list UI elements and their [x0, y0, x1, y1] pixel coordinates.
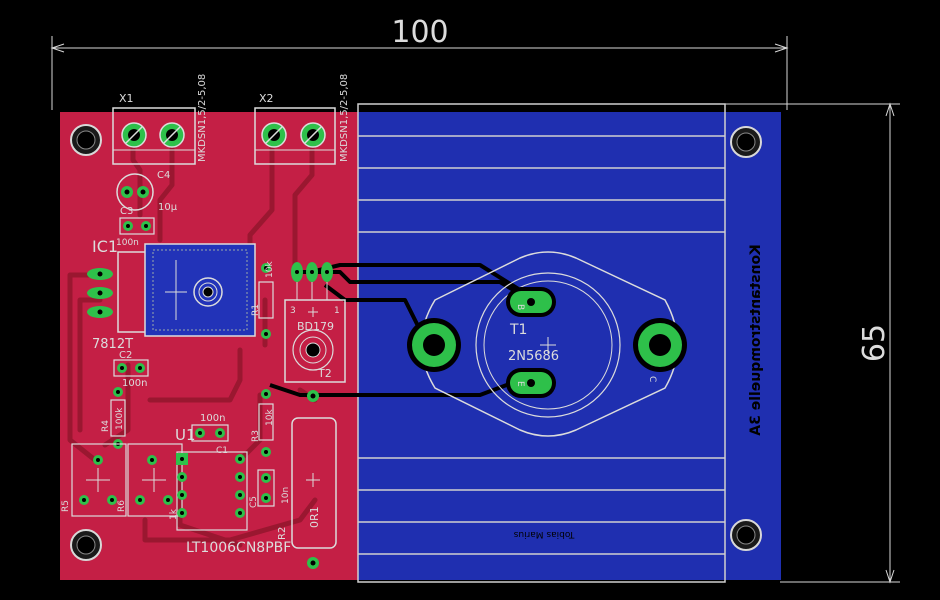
r4-label: R4 — [101, 420, 111, 432]
c5-label: C5 — [249, 496, 259, 508]
c2-value: 100n — [122, 378, 147, 389]
regulator-ic1[interactable] — [87, 243, 256, 337]
capacitor-c5[interactable] — [257, 469, 275, 507]
author-mirrored: Tobias Marius — [513, 529, 575, 539]
reg-type-label: 7812T — [92, 337, 133, 352]
r2-label: R2 — [277, 527, 288, 540]
connector-x1-label: X1 — [119, 92, 134, 105]
transistor-t2[interactable] — [284, 262, 346, 383]
c1-label: C1 — [216, 446, 228, 456]
r3-label: R3 — [251, 430, 261, 442]
c3-label: C3 — [120, 206, 133, 217]
u1-label: U1 — [175, 426, 196, 444]
r1-label: R1 — [251, 304, 261, 316]
t2-pin1: 1 — [334, 306, 340, 316]
c4-label: C4 — [157, 170, 170, 181]
t1-pin-e: E — [515, 381, 525, 387]
r5-label: R5 — [61, 500, 71, 512]
c5-value: 10n — [281, 487, 291, 504]
connector-x2-part: MKDSN1,5/2-5,08 — [339, 74, 350, 162]
dimension-height-label: 65 — [857, 324, 892, 362]
ic1-label: IC1 — [92, 237, 118, 256]
transistor-t1[interactable] — [407, 251, 687, 437]
u1-type: LT1006CN8PBF — [186, 540, 291, 556]
connector-x2[interactable] — [254, 107, 336, 165]
r1-value: 10k — [265, 261, 275, 278]
connector-x2-label: X2 — [259, 92, 274, 105]
c2-label: C2 — [119, 350, 132, 361]
t2-type: BD179 — [297, 320, 334, 333]
heatsink-outline — [357, 103, 726, 583]
dimension-height — [725, 102, 900, 584]
resistor-r1[interactable] — [258, 263, 274, 339]
mounting-holes — [70, 124, 762, 561]
board-title-mirrored: Konstantstromquelle 3A — [748, 244, 764, 436]
capacitor-c3[interactable] — [119, 217, 155, 235]
t1-label: T1 — [509, 322, 527, 338]
r6-value: 1k — [169, 508, 179, 520]
connector-x1-part: MKDSN1,5/2-5,08 — [197, 74, 208, 162]
t1-pin-c: C — [647, 376, 657, 382]
capacitor-c2[interactable] — [113, 359, 149, 377]
t1-type: 2N5686 — [508, 349, 559, 364]
t2-label: T2 — [317, 367, 332, 380]
r4-value: 100k — [115, 407, 125, 430]
t1-pin-b: B — [515, 304, 525, 310]
capacitor-c1[interactable] — [191, 424, 229, 442]
c4-value: 10µ — [158, 202, 178, 213]
capacitor-c4[interactable] — [116, 173, 154, 211]
trimmer-r5[interactable] — [71, 443, 127, 517]
r3-value: 10k — [265, 409, 275, 426]
r2-value: 0R1 — [308, 506, 321, 528]
resistor-r3[interactable] — [258, 389, 274, 457]
t2-pin3: 3 — [290, 306, 296, 316]
dimension-width — [50, 36, 789, 110]
opamp-u1[interactable] — [176, 451, 248, 531]
dimension-width-label: 100 — [391, 15, 448, 50]
ic1-value: 100n — [116, 238, 139, 248]
resistor-r2[interactable] — [291, 390, 337, 569]
r6-label: R6 — [117, 500, 127, 512]
trimmer-r6[interactable] — [127, 443, 183, 517]
connector-x1[interactable] — [112, 107, 196, 165]
u1-cap-value: 100n — [200, 413, 225, 424]
